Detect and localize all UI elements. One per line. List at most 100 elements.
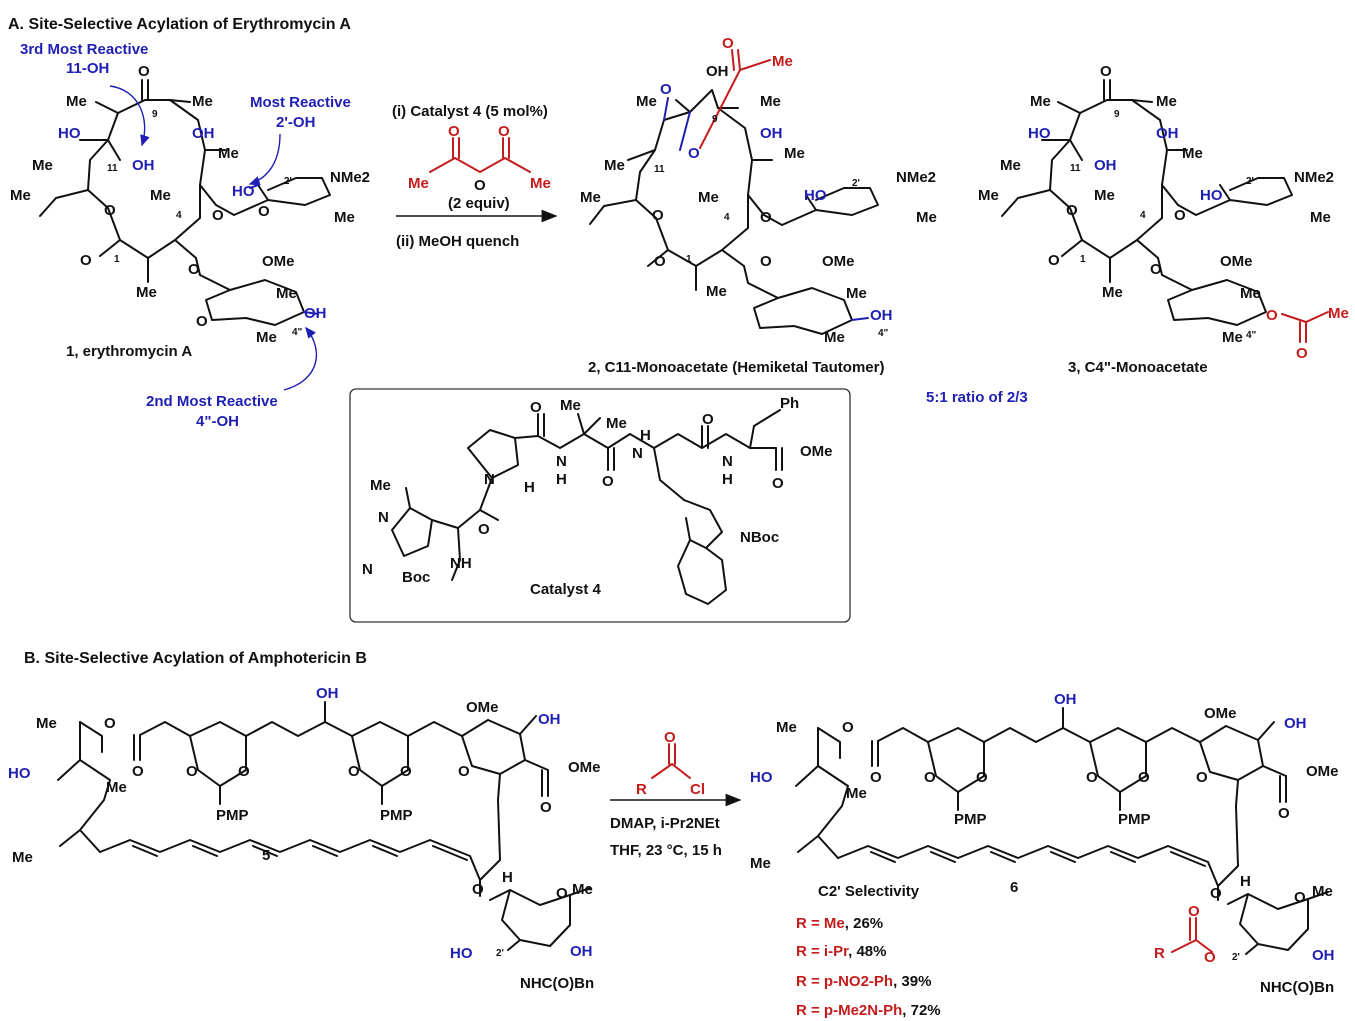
c6-oh-sug: OH	[1312, 947, 1335, 964]
c6-o-ring: O	[1196, 769, 1208, 786]
c1-oh-mid: OH	[192, 125, 215, 142]
c3-ho11: HO	[1028, 125, 1051, 142]
cat-h2: H	[640, 427, 651, 444]
cat-n3: N	[722, 453, 733, 470]
c5-o3: O	[348, 763, 360, 780]
cat-n-pro: N	[484, 471, 495, 488]
cat-o5: O	[478, 521, 490, 538]
c1-me-g: Me	[334, 209, 355, 226]
reaction-b-conditions: O R Cl DMAP, i-Pr2NEt THF, 23 °C, 15 h	[610, 729, 742, 859]
c5-oh-sug: OH	[570, 943, 593, 960]
c5-ome-est: OMe	[568, 759, 601, 776]
c3-me-i: Me	[1240, 285, 1261, 302]
cat-h-pro: H	[524, 479, 535, 496]
c1-o-carb: O	[80, 252, 92, 269]
c3-o-ac-carb: O	[1296, 345, 1308, 362]
c5-nhcobn: NHC(O)Bn	[520, 975, 594, 992]
c1-o-sug: O	[188, 261, 200, 278]
compound-5-structure	[57, 701, 591, 951]
c5-h: H	[502, 869, 513, 886]
reagent-b-line2: THF, 23 °C, 15 h	[610, 842, 722, 859]
c1-num2: 2'	[284, 176, 292, 187]
c6-me-sug: Me	[1312, 883, 1333, 900]
c6-ho: HO	[750, 769, 773, 786]
c3-nme2: NMe2	[1294, 169, 1334, 186]
c3-ho2: HO	[1200, 187, 1223, 204]
c3-me-d: Me	[978, 187, 999, 204]
c2-o-acyl: O	[722, 35, 734, 52]
product-ratio: 5:1 ratio of 2/3	[926, 389, 1028, 406]
c2-oh-mid: OH	[760, 125, 783, 142]
c6-oh-top: OH	[1054, 691, 1077, 708]
yield-row-3: R = p-NO2-Ph, 39%	[796, 973, 931, 990]
c3-num2: 2'	[1246, 176, 1254, 187]
most-reactive-label: Most Reactive	[250, 94, 351, 111]
c3-me-e: Me	[1182, 145, 1203, 162]
c1-oh11: OH	[132, 157, 155, 174]
c3-oh-mid: OH	[1156, 125, 1179, 142]
c2-o-carb: O	[654, 253, 666, 270]
c2-ome: OMe	[822, 253, 855, 270]
c5-ho: HO	[8, 765, 31, 782]
c6-num2: 2'	[1232, 952, 1240, 963]
c1-ho2: HO	[232, 183, 255, 200]
c6-me2: Me	[846, 785, 867, 802]
c5-o2: O	[238, 763, 250, 780]
cat-o3: O	[602, 473, 614, 490]
compound-1-structure	[39, 79, 331, 326]
c3-ome: OMe	[1220, 253, 1253, 270]
c1-me-b: Me	[192, 93, 213, 110]
c2-me-i: Me	[846, 285, 867, 302]
c5-o4: O	[400, 763, 412, 780]
c3-num4: 4	[1140, 210, 1146, 221]
c6-o-est: O	[842, 719, 854, 736]
c6-oh-r: OH	[1284, 715, 1307, 732]
catalyst-4-labels: Ph Me Me O O O O O H N N H N H OMe N H M…	[362, 395, 833, 598]
compound-6-caption: 6	[1010, 879, 1018, 896]
c2-me-g: Me	[916, 209, 937, 226]
anhydride-o-bridge: O	[474, 177, 486, 194]
cat-o1: O	[530, 399, 542, 416]
c6-ome: OMe	[1204, 705, 1237, 722]
compound-6-labels: OH OMe OH Me O O HO Me O O O O PMP PMP O…	[750, 691, 1339, 996]
c2-me-d: Me	[580, 189, 601, 206]
c3-me-c: Me	[1000, 157, 1021, 174]
c2-me-a: Me	[636, 93, 657, 110]
catalyst-box	[349, 388, 851, 623]
c2-num4pp: 4"	[878, 328, 889, 339]
c2-num2: 2'	[852, 178, 860, 189]
c3-me-h: Me	[1102, 284, 1123, 301]
c2-nme2: NMe2	[896, 169, 936, 186]
anhydride-o-right: O	[498, 123, 510, 140]
yield-row-2: R = i-Pr, 48%	[796, 943, 886, 960]
catalyst-4-caption: Catalyst 4	[530, 581, 602, 598]
c6-o-gly: O	[1210, 885, 1222, 902]
c1-me-a: Me	[66, 93, 87, 110]
c5-me3: Me	[12, 849, 33, 866]
c2-me-f: Me	[698, 189, 719, 206]
c3-me-ac: Me	[1328, 305, 1349, 322]
c2-o-sug: O	[760, 253, 772, 270]
c5-me2: Me	[106, 779, 127, 796]
c1-me-e: Me	[218, 145, 239, 162]
c3-num9: 9	[1114, 109, 1120, 120]
c6-o-sug: O	[1294, 889, 1306, 906]
c6-pmp2: PMP	[1118, 811, 1151, 828]
c1-me-f: Me	[150, 187, 171, 204]
c2-me-h: Me	[706, 283, 727, 300]
c1-me-d: Me	[10, 187, 31, 204]
c6-o4: O	[1138, 769, 1150, 786]
c3-num1: 1	[1080, 254, 1086, 265]
most-reactive-oh: 2'-OH	[276, 114, 315, 131]
c2-me-b: Me	[760, 93, 781, 110]
yield-row-1: R = Me, 26%	[796, 915, 883, 932]
c3-num4pp: 4"	[1246, 330, 1257, 341]
c2-oh4: OH	[870, 307, 893, 324]
c5-oh-r: OH	[538, 711, 561, 728]
c3-o-lact: O	[1066, 202, 1078, 219]
compound-1-caption: 1, erythromycin A	[66, 343, 192, 360]
cat-ph: Ph	[780, 395, 799, 412]
c5-o-sug: O	[556, 885, 568, 902]
anhydride-o-left: O	[448, 123, 460, 140]
c5-o-est2: O	[540, 799, 552, 816]
